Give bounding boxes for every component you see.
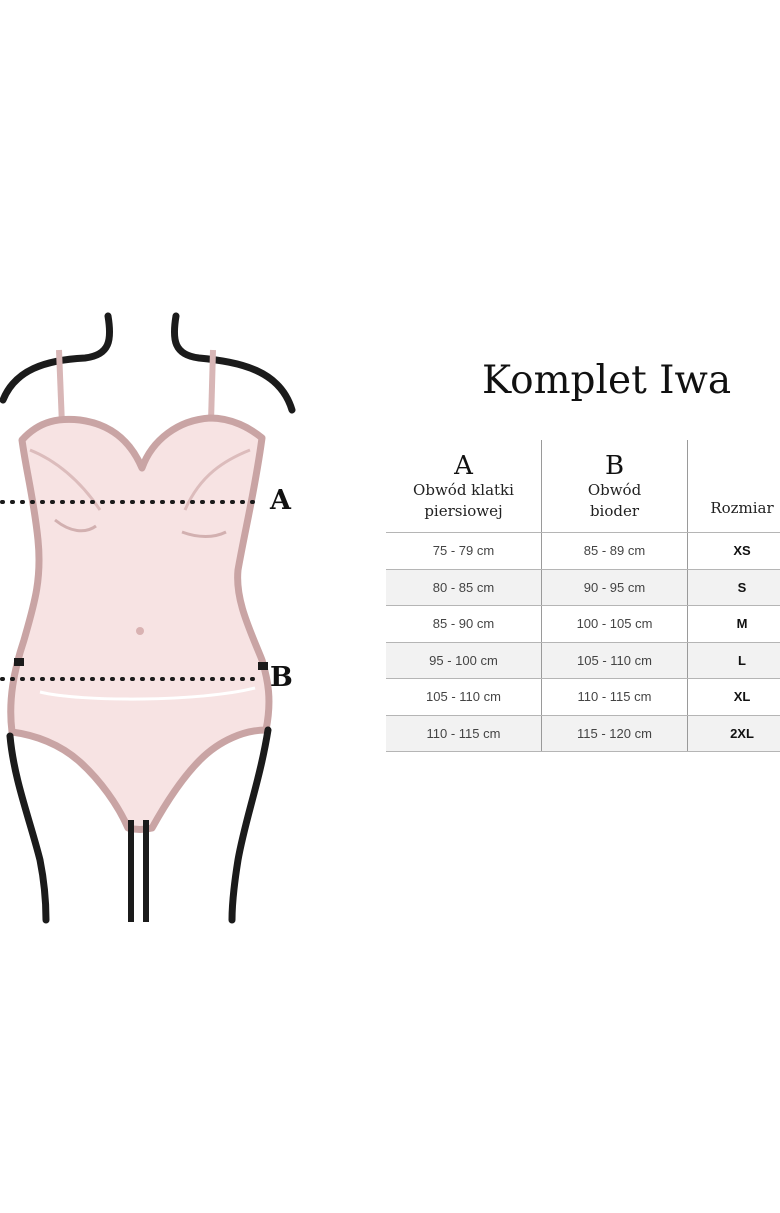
size-cell: M	[687, 606, 780, 642]
chest-cell: 105 - 110 cm	[426, 689, 501, 705]
header-hips-letter: B	[604, 451, 625, 481]
chest-cell: 80 - 85 cm	[432, 579, 495, 595]
body-silhouette-illustration	[0, 312, 296, 924]
hips-cell: 90 - 95 cm	[541, 569, 687, 605]
header-hips: B Obwód bioder	[541, 440, 687, 532]
header-hips-desc-1: Obwód	[587, 481, 642, 499]
hips-cell: 85 - 89 cm	[541, 533, 687, 569]
table-row: 75 - 79 cm 85 - 89 cm XS	[386, 532, 780, 569]
table-row: 95 - 100 cm 105 - 110 cm L	[386, 641, 780, 678]
header-chest-desc-2: piersiowej	[424, 502, 503, 520]
header-chest: A Obwód klatki piersiowej	[386, 440, 541, 532]
table-header: A Obwód klatki piersiowej B Obwód bioder…	[386, 440, 780, 532]
header-size: Rozmiar	[687, 440, 780, 532]
marker-a-label: A	[270, 485, 291, 516]
header-chest-desc-1: Obwód klatki	[413, 481, 514, 499]
table-row: 105 - 110 cm 110 - 115 cm XL	[386, 678, 780, 715]
body-measurement-figure: A B	[0, 300, 300, 940]
marker-b-label: B	[270, 662, 293, 693]
table-row: 80 - 85 cm 90 - 95 cm S	[386, 568, 780, 605]
table-row: 110 - 115 cm 115 - 120 cm 2XL	[386, 714, 780, 752]
table-row: 85 - 90 cm 100 - 105 cm M	[386, 605, 780, 642]
size-cell: XS	[687, 533, 780, 569]
chest-cell: 95 - 100 cm	[429, 652, 498, 668]
hips-cell: 105 - 110 cm	[541, 642, 687, 678]
page-title: Komplet Iwa	[482, 358, 732, 403]
chest-cell: 75 - 79 cm	[432, 543, 495, 559]
size-cell: L	[687, 642, 780, 678]
size-table: A Obwód klatki piersiowej B Obwód bioder…	[386, 440, 780, 752]
hips-cell: 100 - 105 cm	[541, 606, 687, 642]
size-cell: S	[687, 569, 780, 605]
hips-cell: 115 - 120 cm	[541, 715, 687, 751]
hips-cell: 110 - 115 cm	[541, 679, 687, 715]
header-chest-letter: A	[454, 451, 473, 481]
chest-cell: 85 - 90 cm	[432, 616, 495, 632]
header-hips-desc-2: bioder	[589, 502, 640, 520]
size-cell: 2XL	[687, 715, 780, 751]
chest-cell: 110 - 115 cm	[426, 725, 501, 741]
size-cell: XL	[687, 679, 780, 715]
header-size-desc: Rozmiar	[710, 499, 774, 517]
